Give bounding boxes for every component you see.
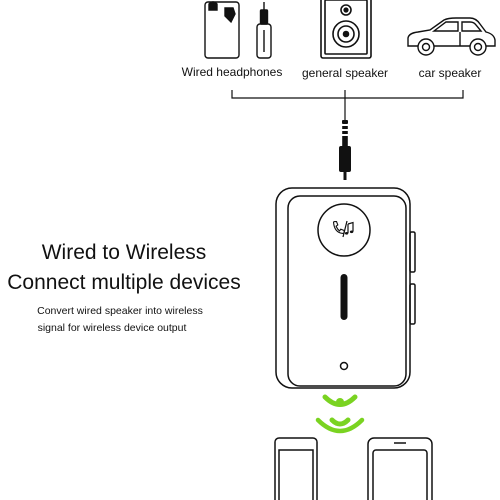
description-line-2: signal for wireless device output [37, 322, 187, 334]
phone-music-icon[interactable] [332, 217, 356, 241]
label-car-speaker: car speaker [418, 66, 482, 80]
speaker-icon [320, 0, 372, 59]
aux-plug-icon [339, 120, 351, 180]
car-icon [407, 17, 496, 56]
label-general-speaker: general speaker [301, 66, 389, 80]
label-wired-headphones: Wired headphones [181, 65, 283, 79]
bluetooth-receiver [275, 187, 416, 389]
description-line-1: Convert wired speaker into wireless [37, 305, 203, 317]
headline-line-1: Wired to Wireless [41, 241, 207, 264]
headphones-icon [204, 1, 272, 59]
headline-line-2: Connect multiple devices [7, 271, 241, 294]
tablet-icon [367, 437, 433, 500]
wireless-signal-icon [315, 394, 365, 434]
phone-icon [274, 437, 318, 500]
